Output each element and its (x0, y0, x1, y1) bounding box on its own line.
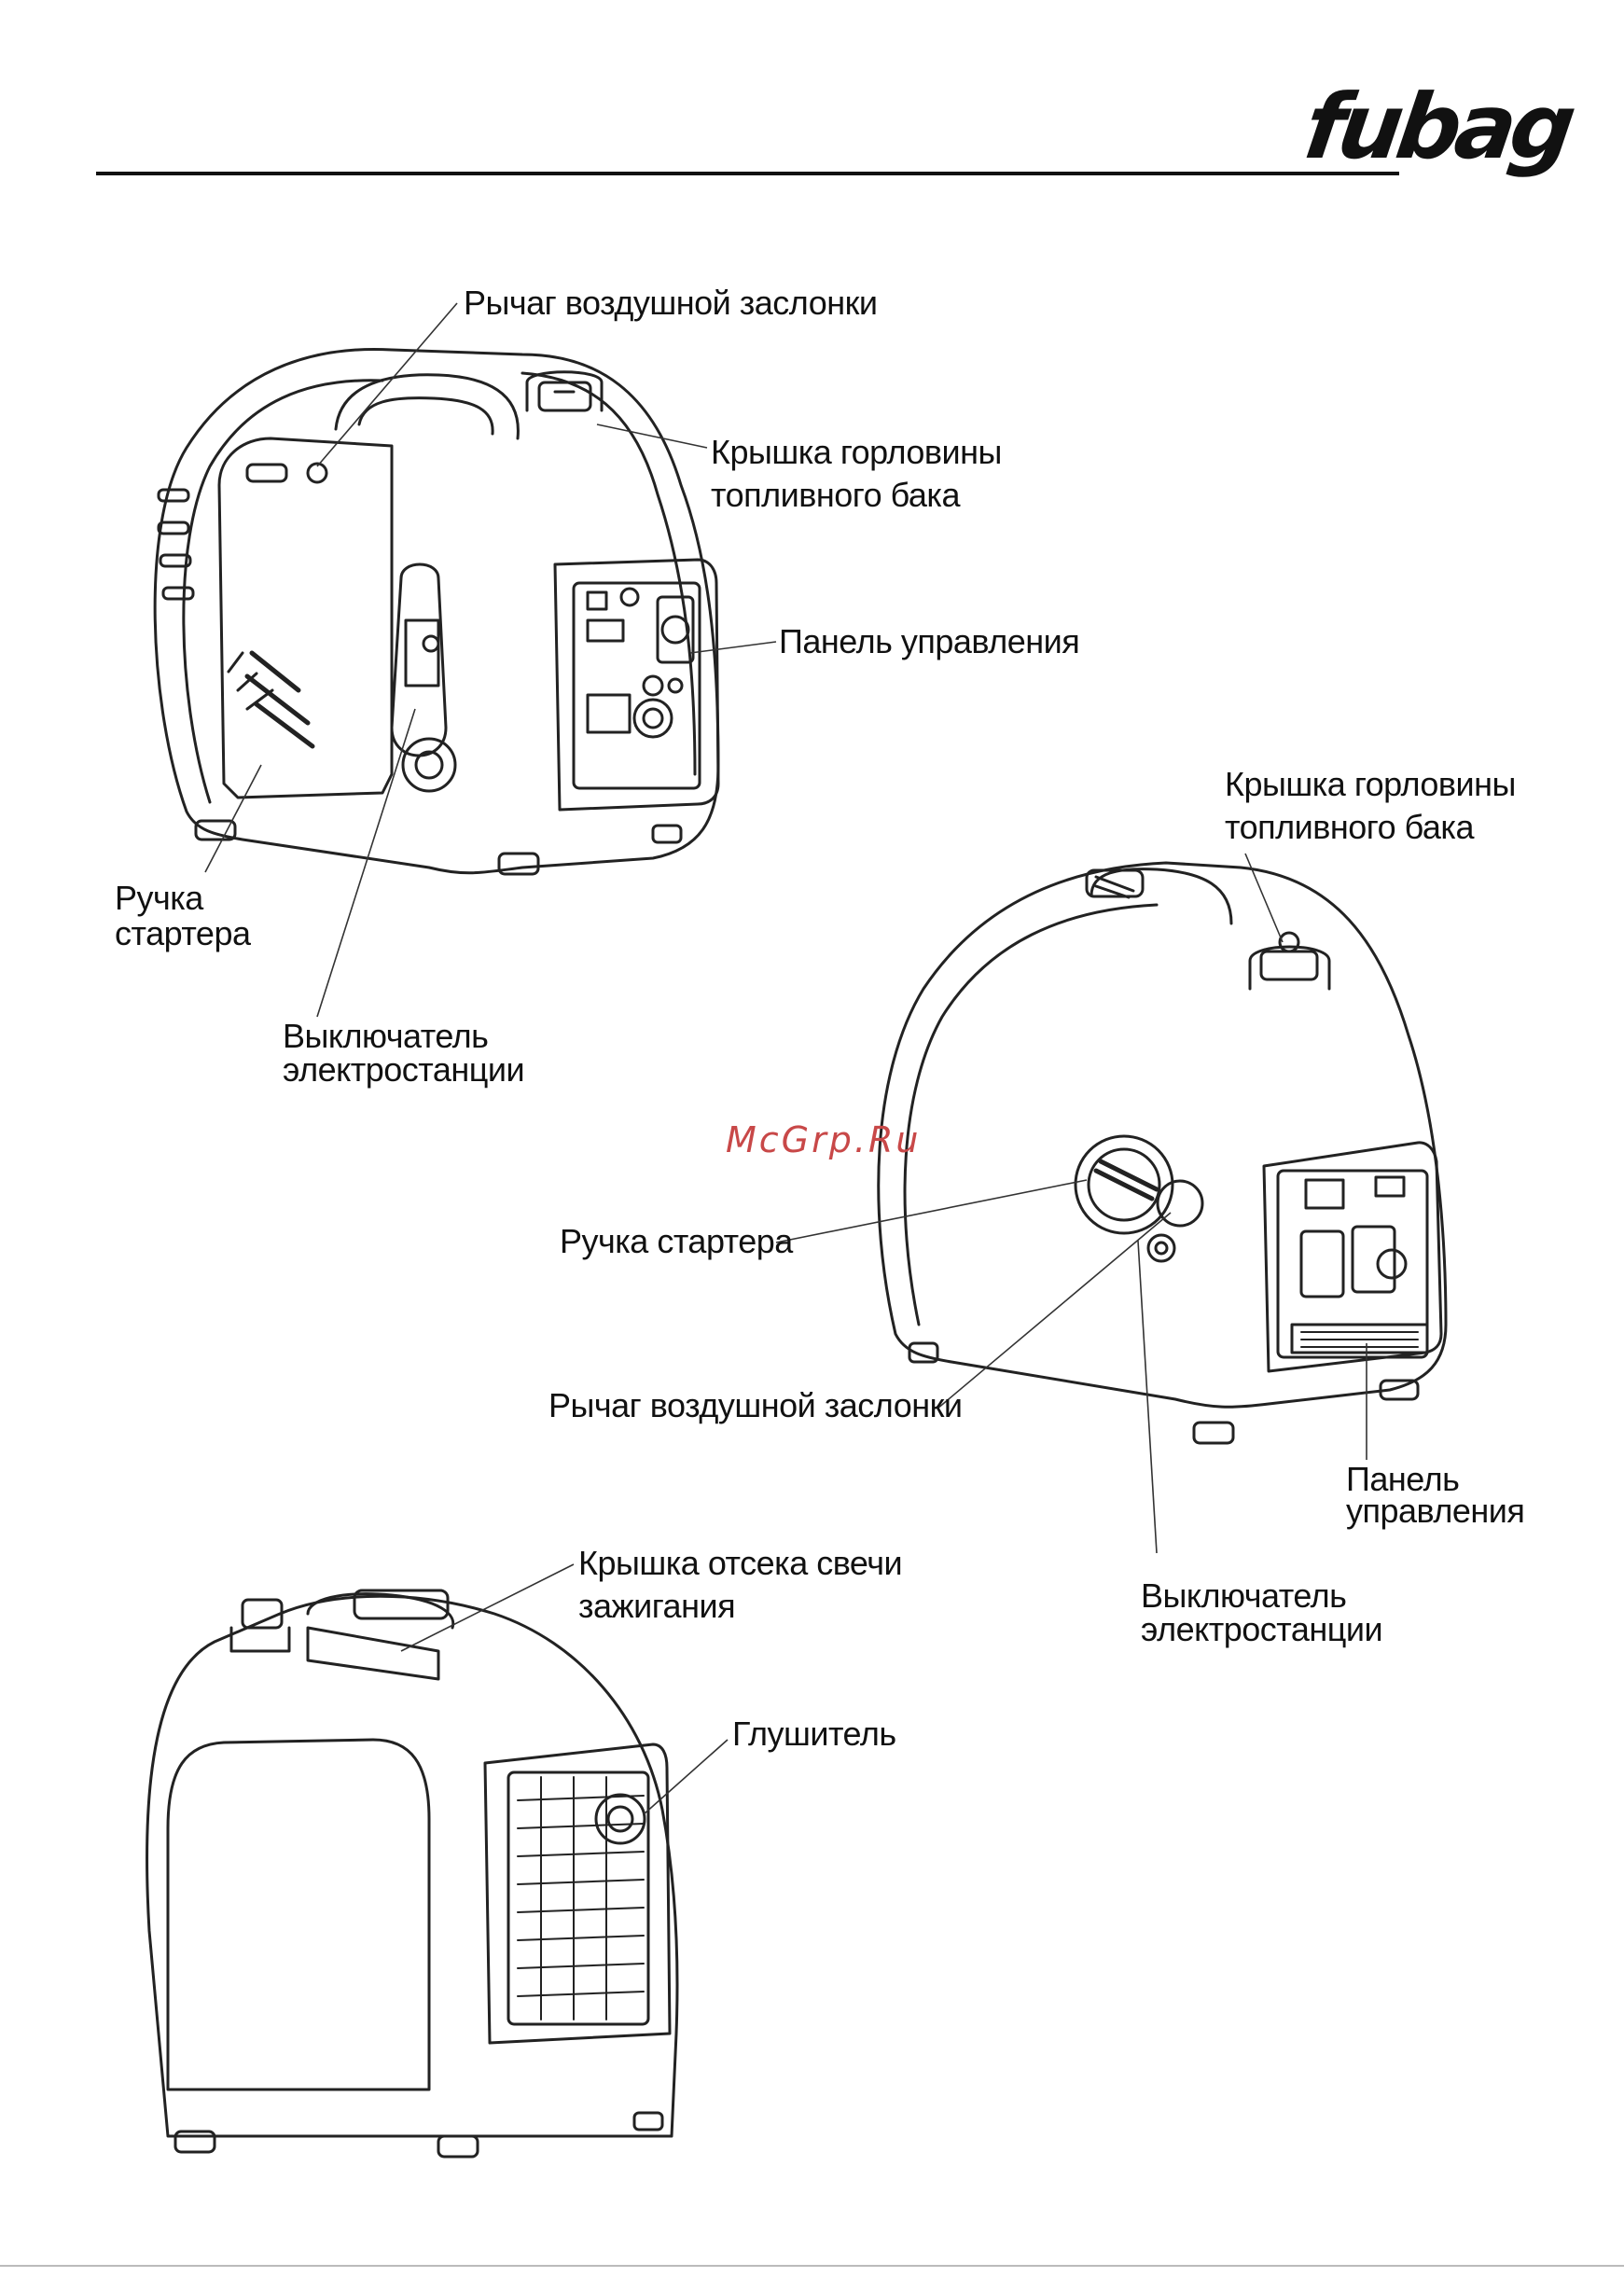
generator-side-view (879, 863, 1446, 1443)
label-control-panel-2-line2: управления (1346, 1490, 1524, 1533)
label-control-panel-1: Панель управления (779, 620, 1079, 663)
label-fuel-cap-2-line1: Крышка горловины (1225, 763, 1516, 806)
label-choke-lever-2: Рычаг воздушной заслонки (548, 1384, 962, 1427)
label-starter-1-line2: стартера (115, 912, 250, 955)
label-starter-2: Ручка стартера (560, 1220, 793, 1263)
label-fuel-cap-2-line2: топливного бака (1225, 806, 1474, 849)
watermark: McGrp.Ru (726, 1119, 921, 1160)
label-spark-plug-cover-line1: Крышка отсека свечи (578, 1542, 902, 1585)
label-fuel-cap-1-line1: Крышка горловины (711, 431, 1002, 474)
label-fuel-cap-1-line2: топливного бака (711, 474, 960, 517)
label-muffler: Глушитель (732, 1713, 896, 1756)
label-choke-lever-1: Рычаг воздушной заслонки (464, 282, 877, 325)
footer-rule (0, 2265, 1624, 2267)
generator-rear-view (147, 1590, 678, 2157)
label-spark-plug-cover-line2: зажигания (578, 1585, 735, 1628)
label-power-switch-2-line2: электростанции (1141, 1608, 1382, 1651)
generator-front-view (155, 349, 718, 874)
label-power-switch-1-line2: электростанции (283, 1048, 524, 1091)
